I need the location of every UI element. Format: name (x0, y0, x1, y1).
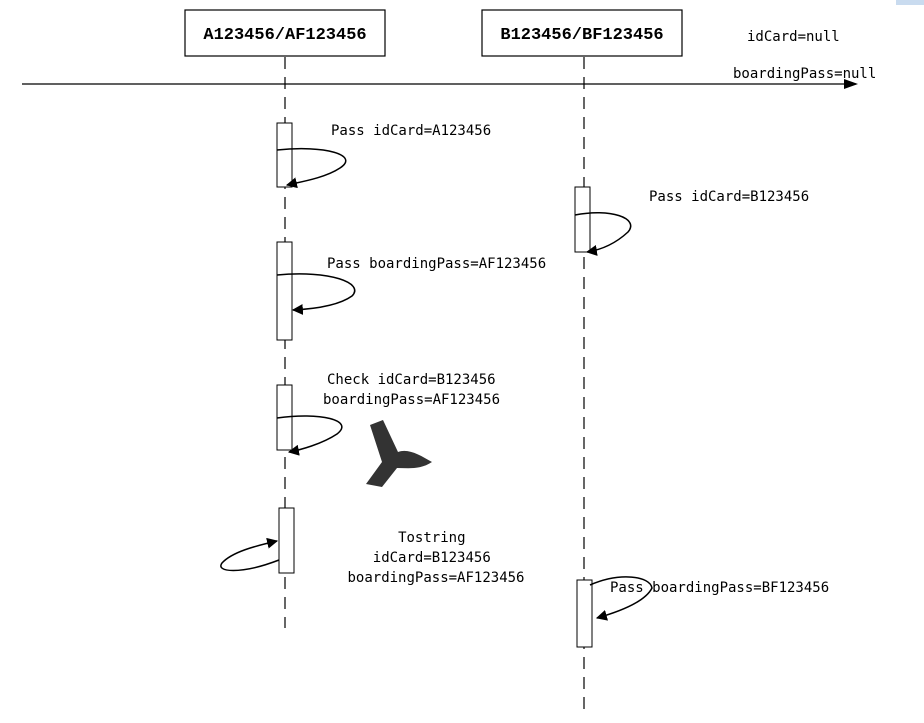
activation-b-2 (576, 579, 593, 648)
message-label-5: Tostring idCard=B123456 boardingPass=AF1… (347, 530, 524, 586)
self-message-arrow-1 (276, 147, 347, 189)
message-label-1: Pass idCard=A123456 (331, 123, 491, 139)
self-message-arrow-5 (220, 537, 280, 572)
activation-a-2 (276, 241, 293, 341)
self-message-arrow-2 (574, 211, 632, 256)
message-label-2: Pass idCard=B123456 (649, 189, 809, 205)
state-note-idcard: idCard=null (747, 29, 840, 45)
window-corner-fragment (896, 0, 924, 5)
participant-b-box (481, 9, 683, 57)
self-message-arrow-6 (589, 576, 653, 621)
participant-a-box (184, 9, 386, 57)
activation-a-4 (278, 507, 295, 574)
participant-a-label: A123456/AF123456 (203, 26, 366, 45)
activation-b-1 (574, 186, 591, 253)
self-message-arrow-4 (276, 415, 343, 456)
message-label-6: Pass boardingPass=BF123456 (610, 580, 829, 596)
activation-a-1 (276, 122, 293, 188)
state-note-boardingpass: boardingPass=null (733, 66, 876, 82)
rejection-cross-mark (366, 420, 432, 487)
participant-b-label: B123456/BF123456 (500, 26, 663, 45)
self-message-arrow-3 (276, 273, 356, 315)
timeline-arrowhead (844, 79, 858, 89)
message-label-4: Check idCard=B123456 boardingPass=AF1234… (323, 372, 504, 408)
message-label-3: Pass boardingPass=AF123456 (327, 256, 546, 272)
